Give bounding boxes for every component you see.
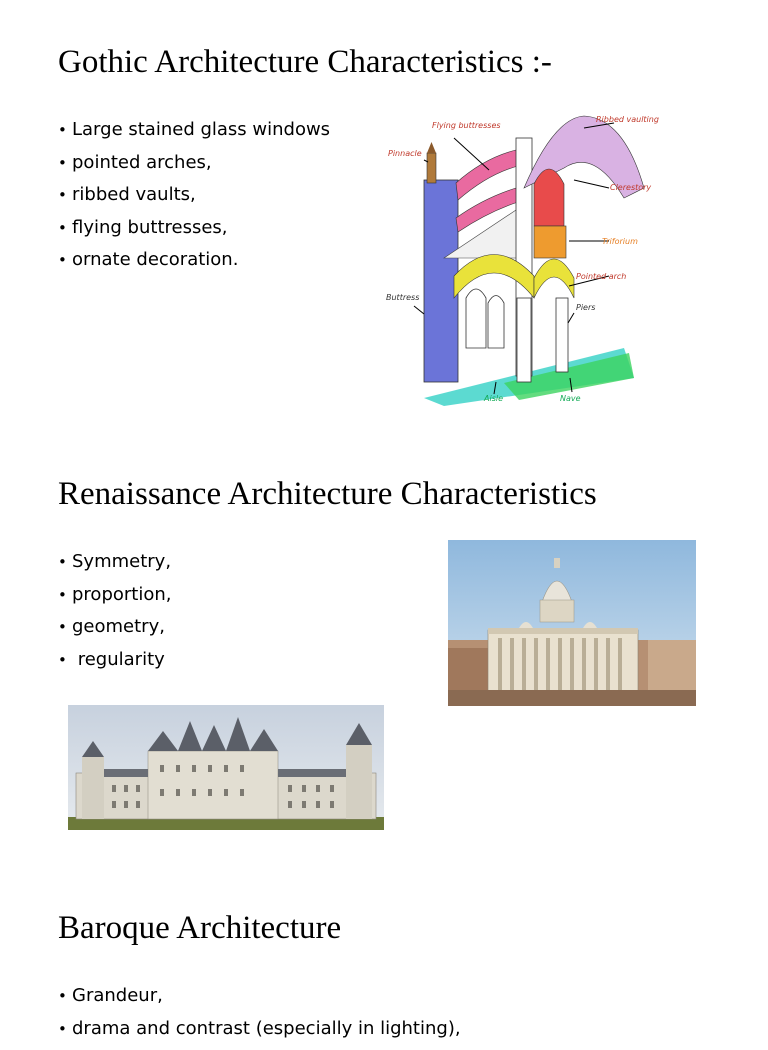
list-item: •geometry, bbox=[58, 616, 171, 649]
list-item: •pointed arches, bbox=[58, 152, 330, 185]
diagram-label-piers: Piers bbox=[576, 303, 595, 312]
gothic-title: Gothic Architecture Characteristics :- bbox=[58, 44, 552, 81]
basilica-illustration bbox=[448, 540, 696, 706]
baroque-title: Baroque Architecture bbox=[58, 910, 341, 947]
st-peters-basilica-photo bbox=[448, 540, 696, 706]
list-item: •drama and contrast (especially in light… bbox=[58, 1018, 461, 1050]
diagram-label-flying-buttresses: Flying buttresses bbox=[432, 121, 501, 130]
list-item: •ribbed vaults, bbox=[58, 184, 330, 217]
diagram-label-clerestory: Clerestory bbox=[610, 183, 651, 192]
list-item: •Large stained glass windows bbox=[58, 119, 330, 152]
gothic-bullet-list: •Large stained glass windows •pointed ar… bbox=[58, 119, 330, 282]
list-item: •Symmetry, bbox=[58, 551, 171, 584]
diagram-label-pinnacle: Pinnacle bbox=[388, 149, 422, 158]
diagram-label-aisle: Aisle bbox=[483, 394, 503, 403]
list-item: •Grandeur, bbox=[58, 985, 461, 1018]
list-item: •ornate decoration. bbox=[58, 249, 330, 282]
cathedral-cross-section-svg: Flying buttresses Ribbed vaulting Pinnac… bbox=[384, 108, 668, 406]
gothic-cathedral-diagram: Flying buttresses Ribbed vaulting Pinnac… bbox=[384, 108, 668, 406]
list-item: •proportion, bbox=[58, 584, 171, 617]
chateau-photo bbox=[68, 705, 384, 830]
renaissance-bullet-list: •Symmetry, •proportion, •geometry, • reg… bbox=[58, 551, 171, 681]
chateau-illustration bbox=[68, 705, 384, 830]
renaissance-title: Renaissance Architecture Characteristics bbox=[58, 476, 597, 513]
diagram-label-ribbed-vaulting: Ribbed vaulting bbox=[596, 115, 659, 124]
diagram-label-nave: Nave bbox=[560, 394, 581, 403]
list-item: •flying buttresses, bbox=[58, 217, 330, 250]
baroque-bullet-list: •Grandeur, •drama and contrast (especial… bbox=[58, 985, 461, 1050]
diagram-label-triforium: Triforium bbox=[602, 237, 638, 246]
diagram-label-pointed-arch: Pointed arch bbox=[576, 272, 626, 281]
diagram-label-buttress: Buttress bbox=[386, 293, 419, 302]
list-item: • regularity bbox=[58, 649, 171, 682]
